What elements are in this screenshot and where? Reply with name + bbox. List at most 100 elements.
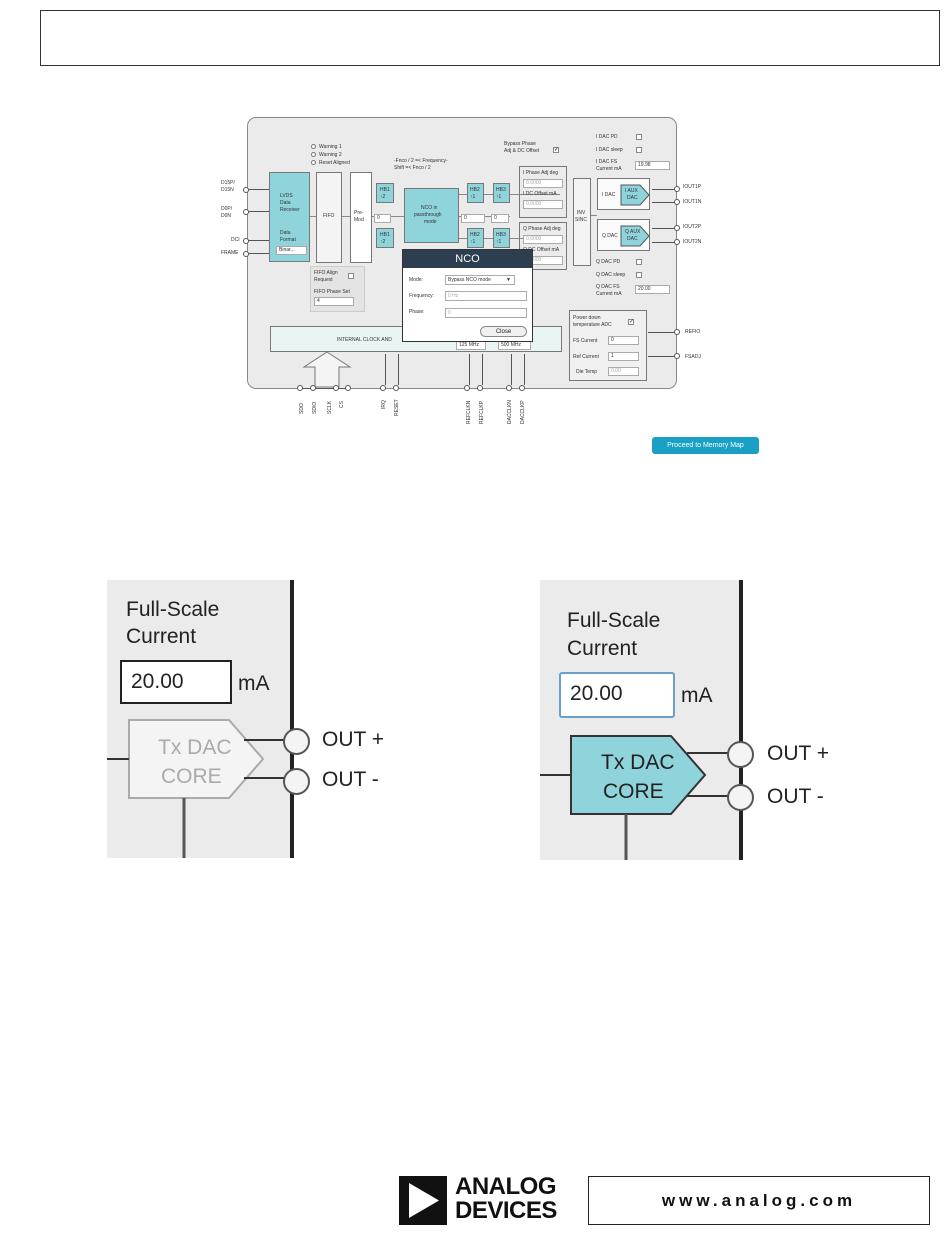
pin-dacclkn-circle xyxy=(506,385,512,391)
pin-d0p: D0P/ xyxy=(221,206,233,212)
nco-phase-input[interactable]: 0 xyxy=(445,308,527,318)
reset-aligned-indicator xyxy=(311,160,316,165)
qdac-pd-label: Q DAC PD xyxy=(596,259,621,265)
zoom-right-unit: mA xyxy=(681,684,713,707)
temperature-group: Power down temperature ADC ✓ FS Current … xyxy=(569,310,647,381)
pin-dci-circle xyxy=(243,238,249,244)
nco-mode-select[interactable]: Bypass NCO mode ▼ xyxy=(445,275,515,285)
spi-bus-arrow xyxy=(302,351,352,388)
lvds-label-1: LVDS xyxy=(280,193,293,199)
i-dac-block[interactable]: I DAC I AUX DAC xyxy=(597,178,650,210)
pin-dacclkp-circle xyxy=(519,385,525,391)
idac-pd-checkbox[interactable] xyxy=(636,134,642,140)
nco-mode-value: Bypass NCO mode xyxy=(448,277,491,283)
hb1-lower-rate: ↑2 xyxy=(380,239,386,245)
qdac-fs-input[interactable]: 20.00 xyxy=(635,285,670,294)
zoom-left-fs-input[interactable]: 20.00 xyxy=(120,660,232,704)
nco-spinner-1[interactable]: 0 xyxy=(461,214,485,223)
hb3-lower-label: HB3 xyxy=(496,232,506,238)
q-aux-dac-shape xyxy=(620,225,650,247)
hb1-lower-block: HB1 ↑2 xyxy=(376,228,394,248)
data-format-label-2: Format xyxy=(280,237,296,243)
data-format-select[interactable]: Binar... xyxy=(276,246,307,255)
i-dc-offset-input[interactable]: 0.0000 xyxy=(523,200,563,209)
inv-sinc-label-2: SINC xyxy=(575,217,587,223)
premod-block: Pre- Mod xyxy=(350,172,372,263)
i-aux-label-1: I AUX xyxy=(625,188,638,194)
premod-spinner[interactable]: 0 xyxy=(374,214,391,223)
idac-fs-input[interactable]: 19.98 xyxy=(635,161,670,170)
i-aux-dac-shape xyxy=(620,184,650,206)
zoom-right-out-plus-label: OUT + xyxy=(767,742,830,765)
zoom-right-core-label-1: Tx DAC xyxy=(601,751,675,774)
i-phase-adj-input[interactable]: 0.0000 xyxy=(523,179,563,188)
zoom-right-core-label-2: CORE xyxy=(603,780,664,803)
qdac-fs-label-2: Current mA xyxy=(596,291,622,297)
pin-iout2p: IOUT2P xyxy=(683,224,702,230)
lvds-label-2: Data xyxy=(280,200,291,206)
q-dac-block[interactable]: Q DAC Q AUX DAC xyxy=(597,219,650,251)
nco-frequency-input[interactable]: 0 Hz xyxy=(445,291,527,301)
nco-spinner-2[interactable]: 0 xyxy=(491,214,509,223)
idac-pd-label: I DAC PD xyxy=(596,134,618,140)
zoom-right-out-plus-circle xyxy=(727,741,754,768)
fifo-label: FIFO xyxy=(323,213,335,219)
inv-sinc-block: INV SINC xyxy=(573,178,591,266)
i-phase-adj-label: I Phase Adj deg xyxy=(523,170,559,176)
zoom-right-out-minus-circle xyxy=(727,784,754,811)
nco-mode-label: Mode: xyxy=(409,277,423,283)
pin-frame-circle xyxy=(243,251,249,257)
warning-1-indicator xyxy=(311,144,316,149)
nco-dialog: NCO Mode: Bypass NCO mode ▼ Frequency: 0… xyxy=(402,249,533,342)
q-phase-adj-label: Q Phase Adj deg xyxy=(523,226,561,232)
hb2-lower-block: HB2 ↑1 xyxy=(467,228,484,248)
idac-sleep-checkbox[interactable] xyxy=(636,147,642,153)
pin-fsadj-circle xyxy=(674,353,680,359)
pin-iout2p-circle xyxy=(674,225,680,231)
i-dc-offset-label: I DC Offset mA xyxy=(523,191,557,197)
q-aux-label-1: Q AUX xyxy=(625,229,641,235)
nco-block[interactable]: NCO in passthrough mode xyxy=(404,188,459,243)
fifo-phase-select[interactable]: 4 xyxy=(314,297,354,306)
clock-in-input[interactable]: 125 MHz xyxy=(456,341,486,350)
proceed-to-memory-map-button[interactable]: Proceed to Memory Map xyxy=(652,437,759,454)
hb3-lower-block: HB3 ↑1 xyxy=(493,228,510,248)
fifo-align-checkbox[interactable] xyxy=(348,273,354,279)
qdac-pd-checkbox[interactable] xyxy=(636,259,642,265)
idac-fs-label: I DAC FS xyxy=(596,159,618,165)
pin-dci: DCI xyxy=(231,237,240,243)
pin-iout2n-circle xyxy=(674,239,680,245)
i-phase-offset-group: I Phase Adj deg 0.0000 I DC Offset mA 0.… xyxy=(519,166,567,218)
hb2-upper-block: HB2 ↑1 xyxy=(467,183,484,203)
q-phase-adj-input[interactable]: 0.0000 xyxy=(523,235,563,244)
zoom-left-core-label-1: Tx DAC xyxy=(158,736,232,759)
pin-d0n: D0N xyxy=(221,213,232,219)
temp-pd-checkbox[interactable]: ✓ xyxy=(628,319,635,325)
pin-sdio: SDIO xyxy=(312,401,318,414)
pin-sclk: SCLK xyxy=(327,400,333,414)
clock-out-input[interactable]: 500 MHz xyxy=(498,341,531,350)
pin-refclkn: REFCLKN xyxy=(466,400,472,424)
fs-current-spinner[interactable]: 0 xyxy=(608,336,639,345)
pin-reset: RESET xyxy=(394,399,400,416)
pin-sdo: SDO xyxy=(299,403,305,414)
pin-dacclkn: DACCLKN xyxy=(507,400,513,424)
logo-line-1: ANALOG xyxy=(455,1173,556,1200)
pin-dacclkp: DACCLKP xyxy=(520,400,526,424)
warning-1-label: Warning 1 xyxy=(319,144,342,150)
i-aux-label-2: DAC xyxy=(627,195,638,201)
lvds-receiver-block[interactable]: LVDS Data Receiver Data Format Binar... xyxy=(269,172,310,262)
zoom-right-fs-input[interactable]: 20.00 xyxy=(559,672,675,718)
nco-close-button[interactable]: Close xyxy=(480,326,527,337)
zoom-right-title-1: Full-Scale xyxy=(567,609,661,632)
hb3-upper-label: HB3 xyxy=(496,187,506,193)
hb3-lower-rate: ↑1 xyxy=(496,239,502,245)
bypass-phase-checkbox[interactable]: ✓ xyxy=(553,147,560,153)
pin-irq-circle xyxy=(380,385,386,391)
pin-d15n: D15N xyxy=(221,187,234,193)
pin-irq: IRQ xyxy=(381,400,387,409)
block-diagram-panel: Bypass Phase Adj & DC Offset ✓ I DAC PD … xyxy=(221,117,701,391)
warning-2-label: Warning 2 xyxy=(319,152,342,158)
ref-current-spinner[interactable]: 1 xyxy=(608,352,639,361)
qdac-sleep-checkbox[interactable] xyxy=(636,272,642,278)
